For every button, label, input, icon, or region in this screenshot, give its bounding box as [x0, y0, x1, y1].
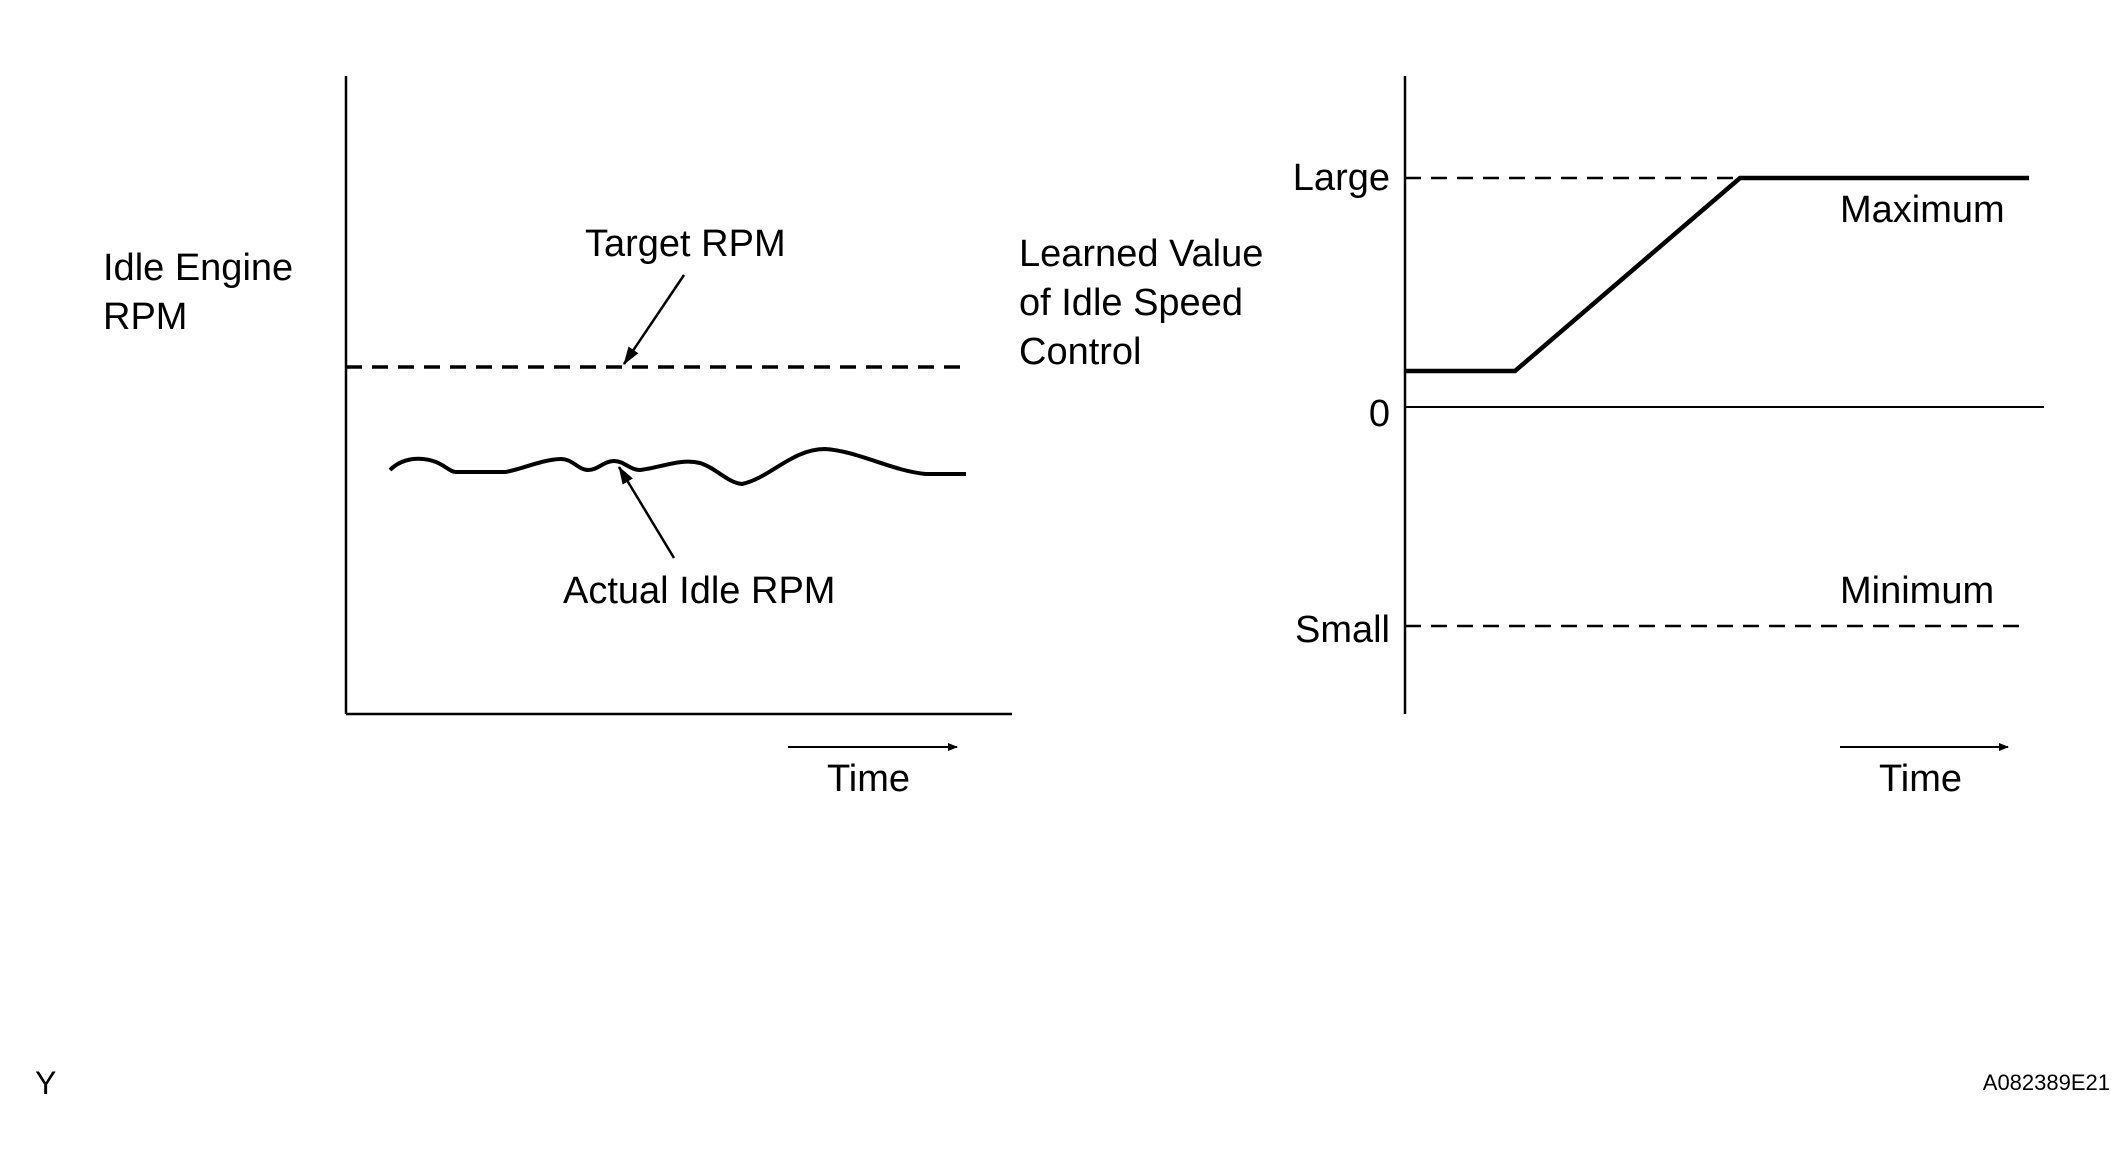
tick-large: Large [1293, 157, 1390, 199]
tick-small: Small [1295, 609, 1390, 651]
learned-value-curve [1405, 175, 2029, 374]
actual-idle-rpm-label: Actual Idle RPM [563, 570, 835, 612]
tick-zero: 0 [1369, 393, 1390, 435]
left-chart: Idle Engine RPM Target RPM Actual Idle R… [103, 76, 1012, 800]
target-rpm-pointer [622, 274, 686, 365]
left-ylabel-line1: Idle Engine [103, 247, 293, 289]
actual-idle-rpm-curve [388, 447, 966, 486]
left-ylabel-line2: RPM [103, 296, 187, 338]
right-time-label: Time [1879, 758, 1962, 800]
actual-idle-rpm-pointer [617, 466, 676, 559]
right-chart: Learned Value of Idle Speed Control Larg… [1019, 76, 2044, 800]
maximum-label: Maximum [1840, 189, 2005, 231]
target-rpm-label: Target RPM [585, 223, 786, 265]
corner-letter: Y [35, 1065, 56, 1101]
left-time-label: Time [827, 758, 910, 800]
right-ylabel-line3: Control [1019, 331, 1142, 373]
right-ylabel-line1: Learned Value [1019, 233, 1263, 275]
figure-id: A082389E21 [1983, 1070, 2110, 1095]
right-ylabel-line2: of Idle Speed [1019, 282, 1243, 324]
minimum-label: Minimum [1840, 570, 1994, 612]
